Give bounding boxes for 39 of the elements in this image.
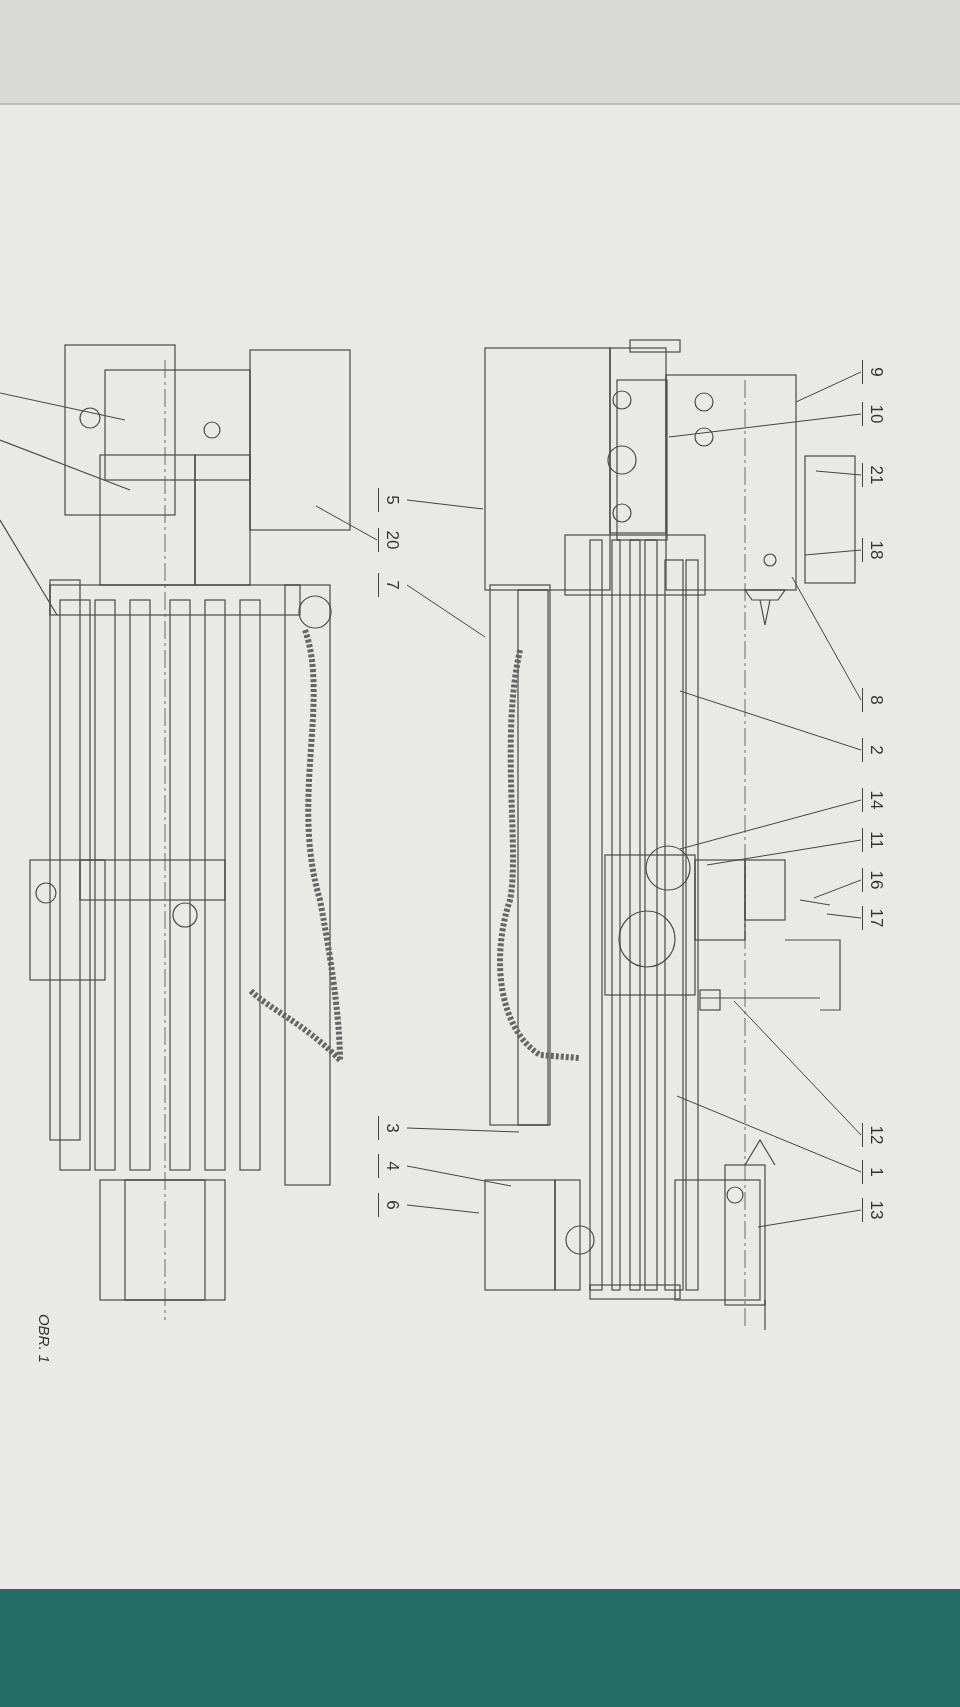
figure-label: OBR. 1: [36, 1313, 54, 1364]
leader-line: [733, 1000, 862, 1136]
callout-number: 14: [862, 788, 890, 812]
callout-number: 2: [862, 738, 890, 762]
leader-line: [668, 413, 862, 438]
leader-line: [804, 549, 862, 556]
leader-line: [679, 799, 862, 850]
callout-number: 13: [862, 1198, 890, 1222]
callout-number: 12: [862, 1123, 890, 1147]
callout-number: 6: [378, 1193, 406, 1217]
leader-line: [679, 690, 862, 751]
leader-line: [795, 371, 862, 403]
leader-line: [406, 584, 486, 638]
leader-line: [406, 1165, 512, 1187]
leader-line: [406, 499, 484, 510]
callout-number: 4: [378, 1154, 406, 1178]
callout-number: 16: [862, 868, 890, 892]
callout-number: 21: [862, 463, 890, 487]
callout-number: 1: [862, 1160, 890, 1184]
leader-line: [791, 576, 862, 701]
callout-number: 10: [862, 402, 890, 426]
leader-line: [826, 913, 862, 919]
leader-line: [676, 1095, 862, 1173]
leader-line: [813, 879, 862, 899]
leader-line: [406, 1204, 480, 1214]
leader-line: [406, 1127, 520, 1133]
callout-number: 17: [862, 906, 890, 930]
callout-number: 8: [862, 688, 890, 712]
leader-line: [815, 470, 862, 476]
leader-line: [706, 839, 862, 866]
callout-number: 18: [862, 538, 890, 562]
leader-line: [315, 505, 378, 541]
callout-number: 9: [862, 360, 890, 384]
callout-number: 7: [378, 573, 406, 597]
callout-number: 20: [378, 528, 406, 552]
callout-number: 11: [862, 828, 890, 852]
leader-line: [757, 1209, 862, 1228]
callout-number: 3: [378, 1116, 406, 1140]
callout-number: 5: [378, 488, 406, 512]
